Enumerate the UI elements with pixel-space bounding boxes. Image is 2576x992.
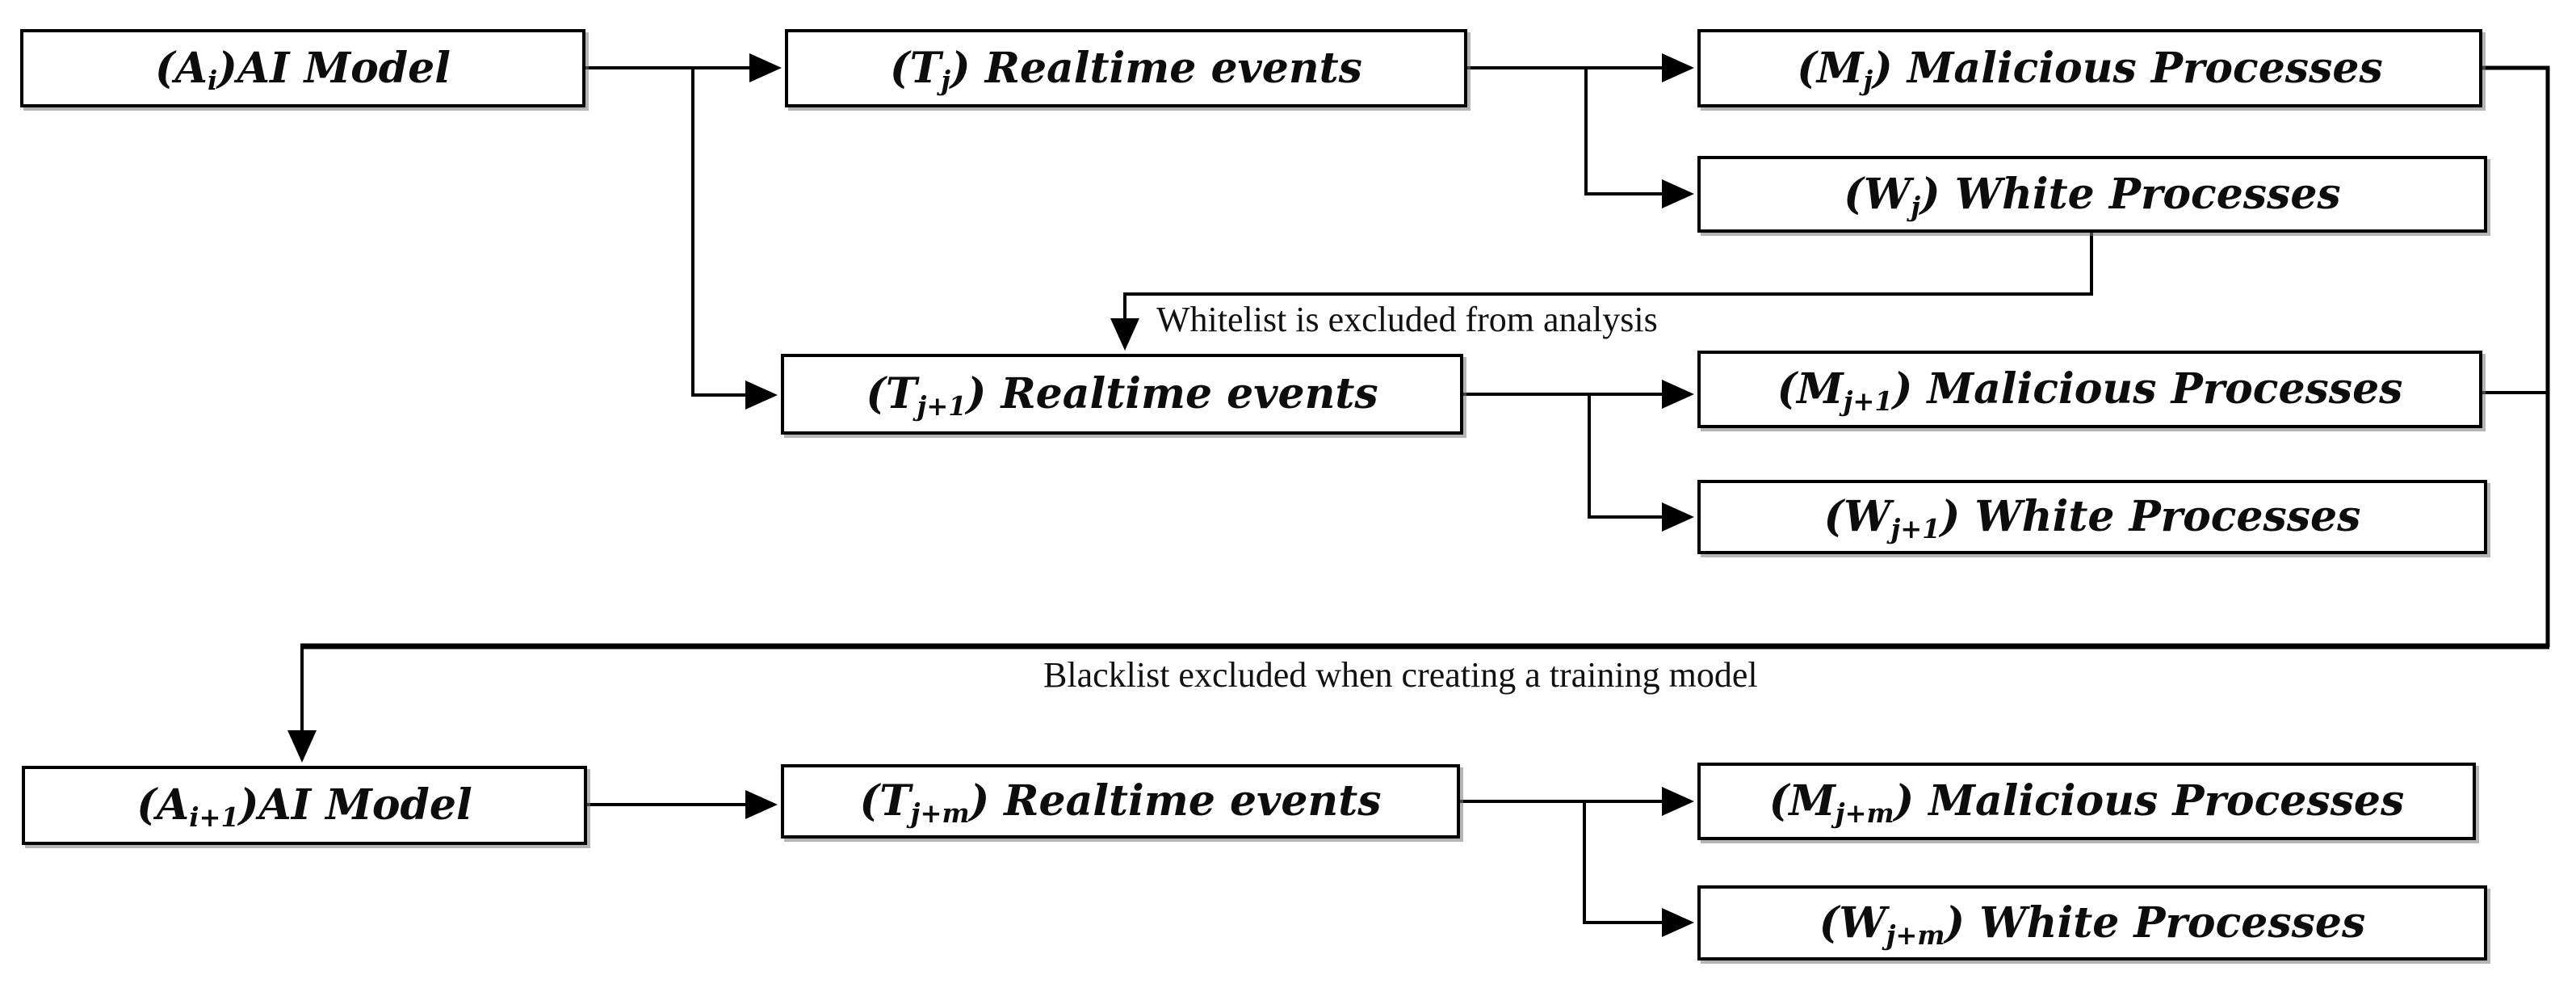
node-white-processes-wjm: (Wj+m) White Processes	[1697, 885, 2487, 960]
connector-mj-loop	[2482, 65, 2550, 647]
node-realtime-events-tj: (Tj) Realtime events	[785, 29, 1467, 107]
node-malicious-processes-mj: (Mj) Malicious Processes	[1697, 29, 2482, 107]
node-label: (Tj+m) Realtime events	[859, 776, 1382, 830]
node-white-processes-wj1: (Wj+1) White Processes	[1697, 480, 2487, 554]
connector-tj-to-wj	[1584, 68, 1694, 208]
annotation-whitelist: Whitelist is excluded from analysis	[1156, 300, 1658, 339]
connector-ai-to-tj1	[691, 66, 778, 410]
node-label: (Tj) Realtime events	[890, 43, 1362, 96]
node-malicious-processes-mjm: (Mj+m) Malicious Processes	[1697, 763, 2476, 840]
node-malicious-processes-mj1: (Mj+1) Malicious Processes	[1697, 351, 2482, 428]
node-label: (Ai)AI Model	[154, 43, 451, 96]
node-label: (Wj) White Processes	[1844, 169, 2341, 222]
annotation-blacklist: Blacklist excluded when creating a train…	[1043, 655, 1758, 695]
node-label: (Ai+1)AI Model	[136, 780, 472, 834]
connector-tj1-to-wj1	[1588, 394, 1694, 532]
connector-tjm-to-wjm	[1583, 801, 1694, 937]
node-label: (Wj+m) White Processes	[1819, 897, 2366, 951]
node-label: (Tj+1) Realtime events	[866, 369, 1378, 422]
node-label: (Wj+1) White Processes	[1823, 492, 2361, 545]
node-label: (Mj) Malicious Processes	[1797, 43, 2383, 96]
node-realtime-events-tjm: (Tj+m) Realtime events	[781, 764, 1460, 839]
node-label: (Mj+m) Malicious Processes	[1768, 776, 2405, 830]
node-white-processes-wj: (Wj) White Processes	[1697, 156, 2487, 233]
node-realtime-events-tj1: (Tj+1) Realtime events	[781, 354, 1463, 435]
node-label: (Mj+1) Malicious Processes	[1777, 364, 2403, 418]
node-ai-model-i1: (Ai+1)AI Model	[22, 766, 587, 845]
node-ai-model-i: (Ai)AI Model	[20, 29, 585, 107]
